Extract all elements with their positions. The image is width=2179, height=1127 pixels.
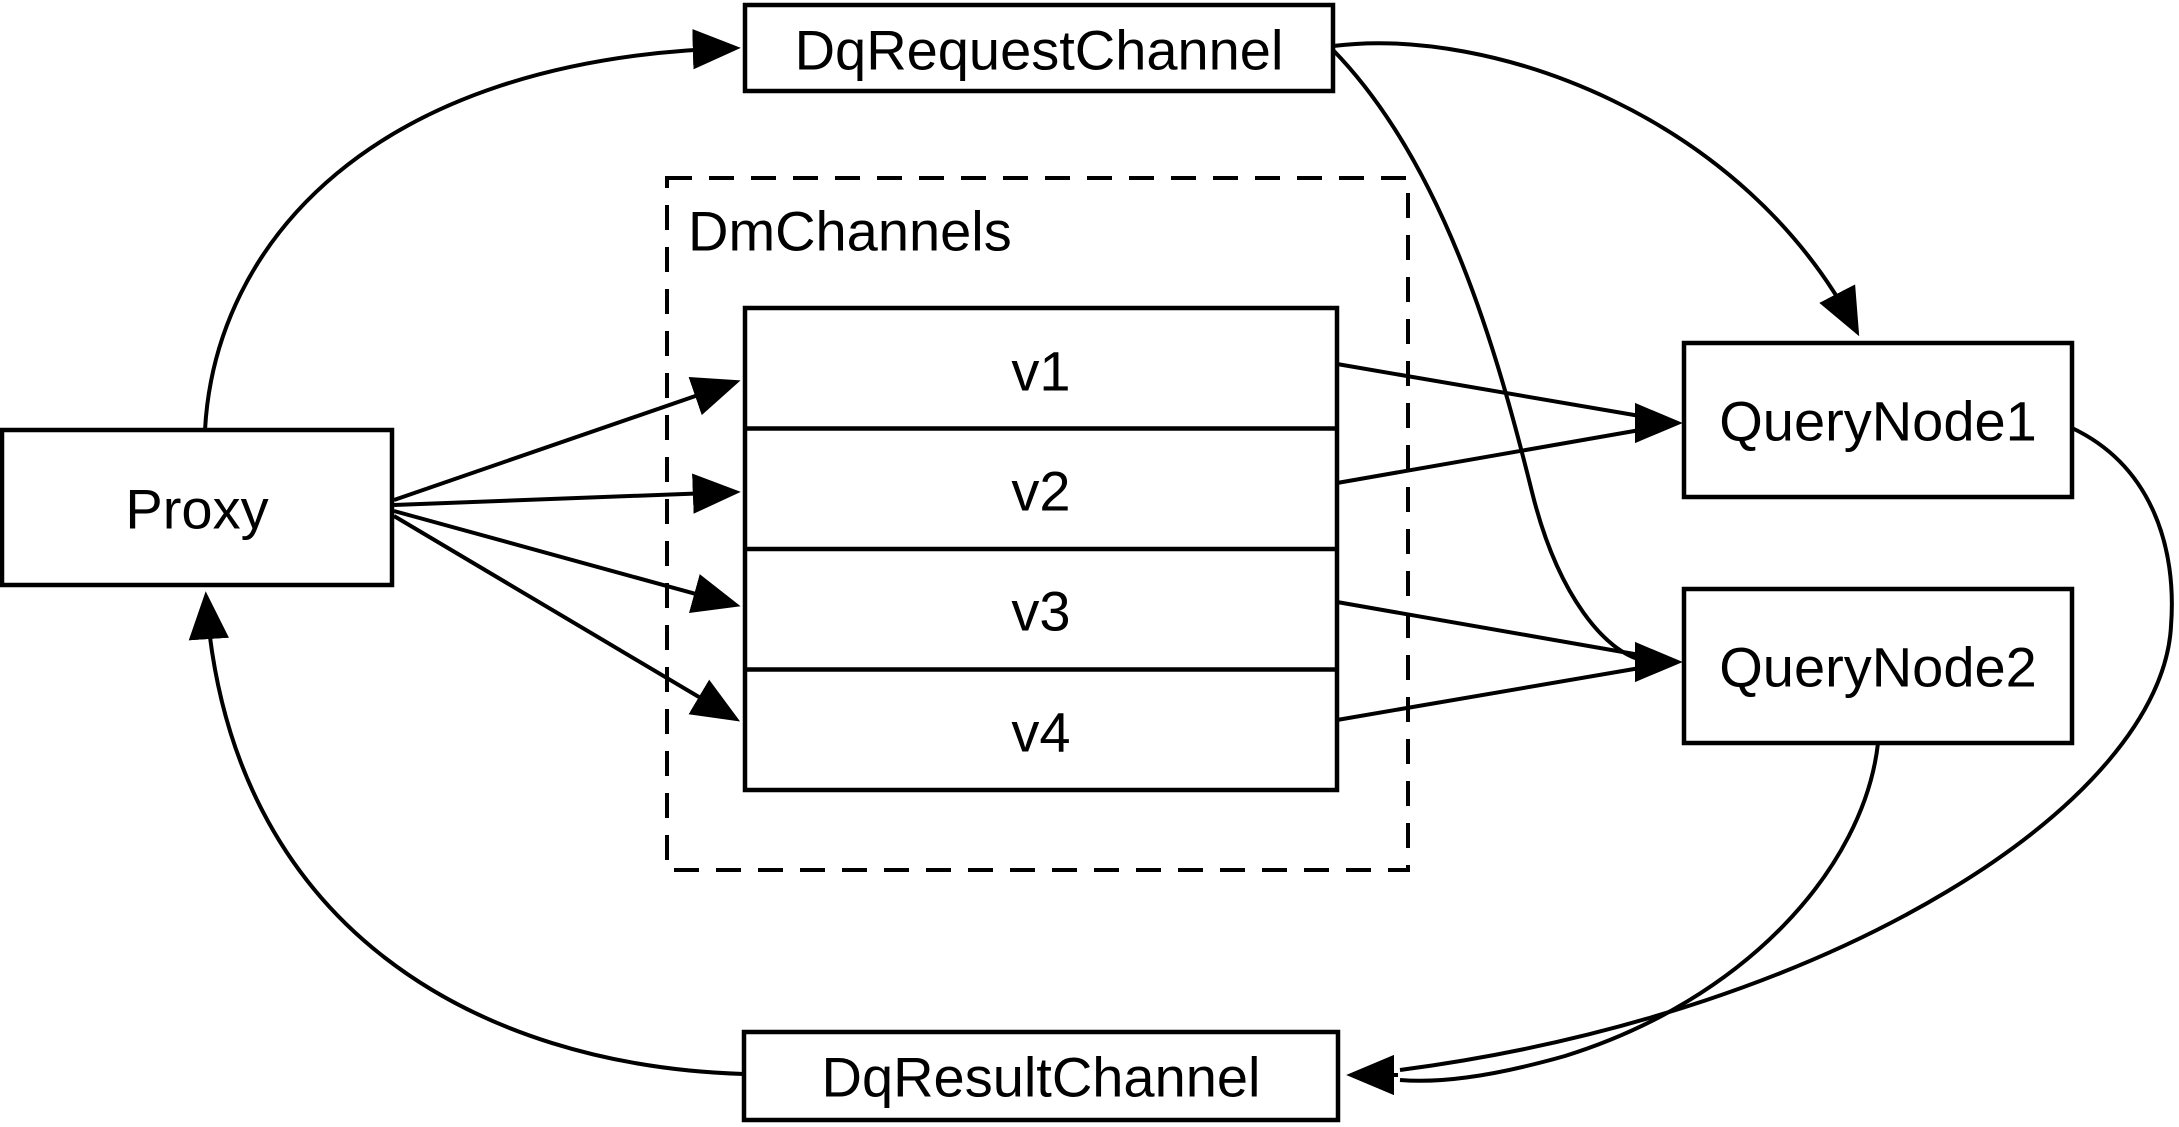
channel-row-v1: v1 [1011, 340, 1070, 403]
edge-proxy-to-v3 [393, 509, 741, 613]
channel-row-v3: v3 [1011, 580, 1070, 643]
node-proxy-label: Proxy [125, 478, 268, 541]
dmchannels-group-box [665, 176, 1410, 872]
edge-dqresultchannel-to-proxy [188, 591, 745, 1076]
node-dqresultchannel [741, 1029, 1341, 1123]
channel-row-v2: v2 [1011, 460, 1070, 523]
edge-querynode1-to-dqresultchannel [1399, 426, 2174, 1072]
node-querynode2-label: QueryNode2 [1719, 636, 2037, 699]
node-querynode1 [1681, 340, 2075, 500]
dmchannels-group-label: DmChannels [688, 200, 1012, 263]
node-dqrequestchannel-label: DqRequestChannel [795, 19, 1284, 82]
edge-proxy-to-v1 [393, 377, 741, 502]
edge-proxy-to-v4 [392, 514, 741, 722]
channel-row-v4: v4 [1011, 701, 1070, 764]
edge-v1-to-querynode1 [1336, 362, 1641, 418]
node-querynode1-label: QueryNode1 [1719, 390, 2037, 453]
edge-dqrequestchannel-to-querynode1 [1332, 41, 1860, 337]
edge-v2-to-querynode1 [1336, 428, 1641, 485]
node-dqrequestchannel [742, 2, 1336, 94]
edge-querynode2-to-dqresultchannel [1399, 742, 1880, 1083]
edge-proxy-to-v2 [393, 473, 741, 514]
node-dqresultchannel-label: DqResultChannel [822, 1046, 1261, 1109]
edge-dqrequestchannel-to-querynode2 [1331, 48, 1643, 662]
node-proxy [0, 427, 395, 588]
edge-v4-to-querynode2 [1336, 666, 1641, 722]
edge-proxy-to-dqrequestchannel [203, 29, 741, 431]
node-querynode2 [1681, 586, 2075, 746]
edge-v3-to-querynode2 [1336, 600, 1641, 657]
